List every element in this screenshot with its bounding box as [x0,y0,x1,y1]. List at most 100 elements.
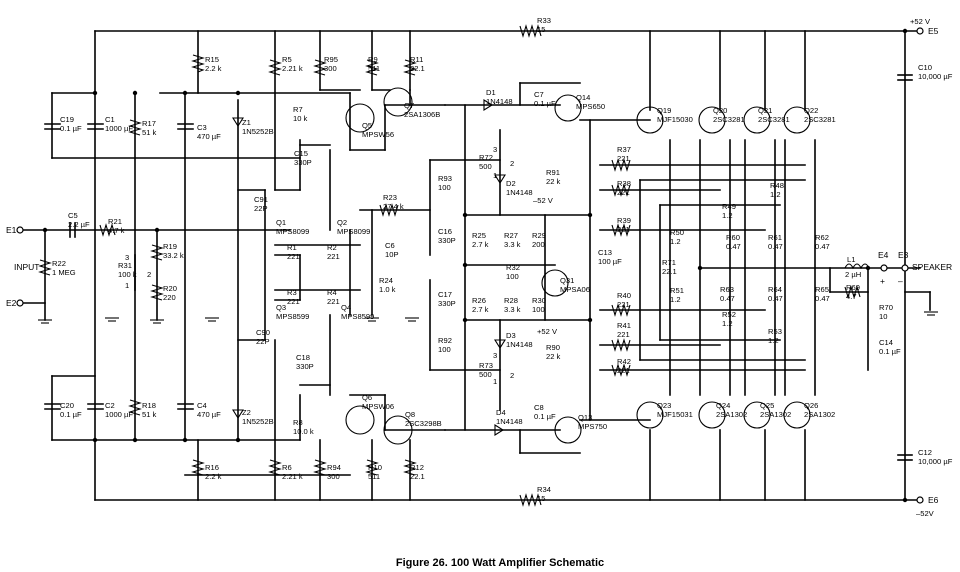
c17-value: 330P [438,299,456,308]
c5-value: 2.2 µF [68,220,90,229]
r8-value: 10.0 k [293,427,314,436]
r53-value: 1.2 [768,336,779,345]
q3-part: MPS8599 [276,312,309,321]
c91-value: 22P [254,204,268,213]
c1-value: 1000 µF [105,124,133,133]
c7-value: 0.1 µF [534,99,556,108]
r60-ref: R60 [726,233,740,242]
r61-ref: R61 [768,233,782,242]
r26-ref: R26 [472,296,486,305]
c14-value: 0.1 µF [879,347,901,356]
r95-ref: R95 [324,55,338,64]
r9-ref: R9 [368,55,378,64]
q24-part: 2SA1302 [716,410,747,419]
r62-ref: R62 [815,233,829,242]
c2-value: 1000 µF [105,410,133,419]
q14-ref: Q14 [576,93,590,102]
c7-ref: C7 [534,90,544,99]
output-plus-sign: + [880,276,885,286]
r64-value: 0.47 [768,294,783,303]
q3-ref: Q3 [276,303,286,312]
c91-ref: C91 [254,195,268,204]
pos-rail-inner-label: +52 V [537,327,558,336]
r15-value: 2.2 k [205,64,222,73]
r16-value: 2.2 k [205,472,222,481]
r52-value: 1.2 [722,319,733,328]
r10-ref: R10 [368,463,382,472]
r69-ref: R69 [846,283,860,292]
d2-ref: D2 [506,179,516,188]
r41-ref: R41 [617,321,631,330]
r34-value: 15 [537,494,545,503]
speaker-label: SPEAKER [912,262,952,272]
pot-pin-3: 3 [493,145,497,154]
c13-ref: C13 [598,248,612,257]
r52-ref: R52 [722,310,736,319]
r30-value: 100 [532,305,545,314]
r94-value: 300 [327,472,340,481]
r60-value: 0.47 [726,242,741,251]
r6-ref: R6 [282,463,292,472]
r12-value: 22.1 [410,472,425,481]
r38-value: 221 [617,188,630,197]
z2-part: 1N5252B [242,417,274,426]
terminal-e6: E6 [928,495,939,505]
r64-ref: R64 [768,285,782,294]
r12-ref: R12 [410,463,424,472]
r39-value: 221 [617,225,630,234]
q23-part: MJF15031 [657,410,693,419]
r7-value: 10 k [293,114,308,123]
r27-ref: R27 [504,231,518,240]
q22-ref: Q22 [804,106,818,115]
r90-ref: R90 [546,343,560,352]
r4-ref: R4 [327,288,337,297]
q31-ref: Q31 [560,276,574,285]
q31-part: MPSA06 [560,285,590,294]
z1-ref: Z1 [242,118,251,127]
r40-value: 221 [617,300,630,309]
r20-ref: R20 [163,284,177,293]
q23-ref: Q23 [657,401,671,410]
q6-ref: Q6 [362,393,372,402]
r33-ref: R33 [537,16,551,25]
r63-value: 0.47 [720,294,735,303]
r28-ref: R28 [504,296,518,305]
c19-value: 0.1 µF [60,124,82,133]
c19-ref: C19 [60,115,74,124]
r41-value: 221 [617,330,630,339]
q20-part: 2SC3281 [713,115,745,124]
r28-value: 3.3 k [504,305,521,314]
r73-value: 500 [479,370,492,379]
r33-value: 15 [537,25,545,34]
r19-value: 33.2 k [163,251,184,260]
neg-rail-label: –52V [916,509,935,518]
neg-rail-inner-label: –52 V [533,196,554,205]
r50-value: 1.2 [670,237,681,246]
r65-ref: R65 [815,285,829,294]
r24-value: 1.0 k [379,285,396,294]
r48-ref: R48 [770,181,784,190]
r26-value: 2.7 k [472,305,489,314]
c15-ref: C15 [294,149,308,158]
r32-ref: R32 [506,263,520,272]
d1-part: 1N4148 [486,97,513,106]
r6-value: 2.21 k [282,472,303,481]
q19-ref: Q19 [657,106,671,115]
r72-value: 500 [479,162,492,171]
r39-ref: R39 [617,216,631,225]
r30-ref: R30 [532,296,546,305]
c14-ref: C14 [879,338,893,347]
c8-value: 0.1 µF [534,412,556,421]
r37-ref: R37 [617,145,631,154]
q2-part: MPS8099 [337,227,370,236]
r17-ref: R17 [142,119,156,128]
q1-ref: Q1 [276,218,286,227]
d4-ref: D4 [496,408,506,417]
c2-ref: C2 [105,401,115,410]
r70-ref: R70 [879,303,893,312]
r11-value: 22.1 [410,64,425,73]
q24-ref: Q24 [716,401,730,410]
r16-ref: R16 [205,463,219,472]
r21-value: 4.7 k [108,226,125,235]
c16-ref: C16 [438,227,452,236]
